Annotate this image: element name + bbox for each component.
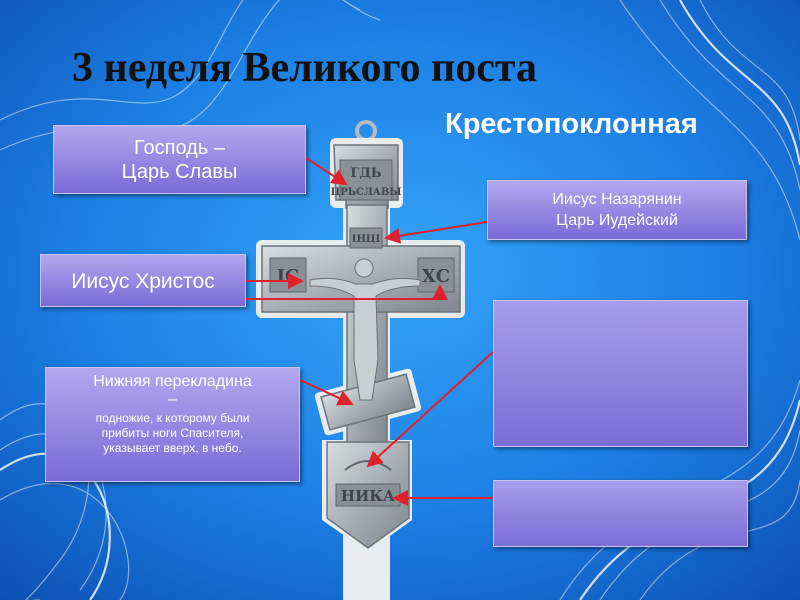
arrow-lower-crossbar bbox=[299, 379, 354, 406]
label-jesus-nazarene: Иисус Назарянин Царь Иудейский bbox=[487, 180, 747, 240]
label-nazarene-line1: Иисус Назарянин bbox=[552, 191, 682, 208]
label-jesus-christ: Иисус Христос bbox=[40, 254, 246, 307]
label-lower-crossbar: Нижняя перекладина – подножие, к котором… bbox=[45, 367, 300, 482]
label-lord-line1: Господь – bbox=[134, 137, 225, 159]
label-lower-text-line2: прибиты ноги Спасителя, bbox=[101, 426, 244, 440]
label-lower-text-line1: подножие, к которому были bbox=[95, 411, 250, 425]
arrow-christ-bracket bbox=[246, 284, 448, 300]
cross-text-right: ХС bbox=[422, 266, 450, 287]
slide-title: 3 неделя Великого поста bbox=[72, 45, 538, 91]
empty-label-box-2 bbox=[493, 480, 748, 547]
label-lower-text-line3: указывает вверх, в небо. bbox=[103, 441, 242, 455]
empty-label-box-1 bbox=[493, 300, 748, 447]
label-christ-text: Иисус Христос bbox=[71, 270, 215, 293]
cross-text-top2: ЦРЬСЛАВЫ bbox=[331, 187, 402, 198]
arrow-lord bbox=[305, 157, 348, 186]
label-lower-heading-line1: Нижняя перекладина bbox=[93, 373, 252, 390]
cross-text-inri: IНЦI bbox=[352, 234, 381, 245]
cross-text-top1: ГДЬ bbox=[350, 166, 382, 181]
label-lord-line2: Царь Славы bbox=[121, 161, 238, 183]
cross-text-bottom: НИКА bbox=[341, 487, 396, 505]
slide-subtitle: Крестопоклонная bbox=[445, 108, 698, 140]
arrow-nazarene bbox=[384, 221, 488, 244]
label-nazarene-line2: Царь Иудейский bbox=[556, 212, 678, 229]
label-lower-heading-line2: – bbox=[168, 391, 177, 408]
arrow-empty1 bbox=[366, 351, 494, 468]
cross-main-beam bbox=[261, 245, 461, 313]
label-lord-king-of-glory: Господь – Царь Славы bbox=[53, 125, 306, 194]
